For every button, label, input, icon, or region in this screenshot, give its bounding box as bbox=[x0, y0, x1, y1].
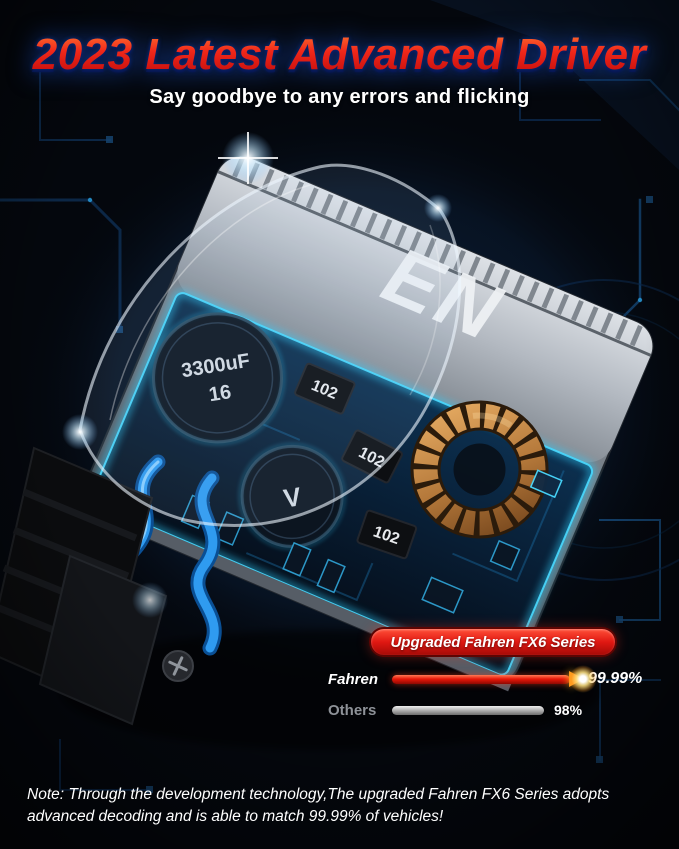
spark-glow-icon bbox=[569, 665, 597, 693]
fahren-value: 99.99% bbox=[588, 670, 643, 687]
comparison-chart: Fahren 99.99% Others 98% bbox=[328, 665, 676, 730]
series-badge-label: Upgraded Fahren FX6 Series bbox=[390, 633, 596, 651]
others-bar bbox=[392, 705, 544, 715]
series-badge: Upgraded Fahren FX6 Series bbox=[369, 627, 617, 657]
others-value: 98% bbox=[554, 702, 583, 718]
bar-row-others: Others 98% bbox=[328, 699, 676, 721]
note-text: Note: Through the development technology… bbox=[27, 786, 610, 825]
fahren-bar bbox=[392, 665, 597, 693]
bar-row-fahren: Fahren 99.99% bbox=[328, 665, 676, 693]
subheadline: Say goodbye to any errors and flicking bbox=[149, 86, 530, 108]
fahren-label: Fahren bbox=[328, 670, 379, 688]
others-label: Others bbox=[328, 701, 377, 719]
headline: 2023 Latest Advanced Driver bbox=[0, 30, 679, 80]
